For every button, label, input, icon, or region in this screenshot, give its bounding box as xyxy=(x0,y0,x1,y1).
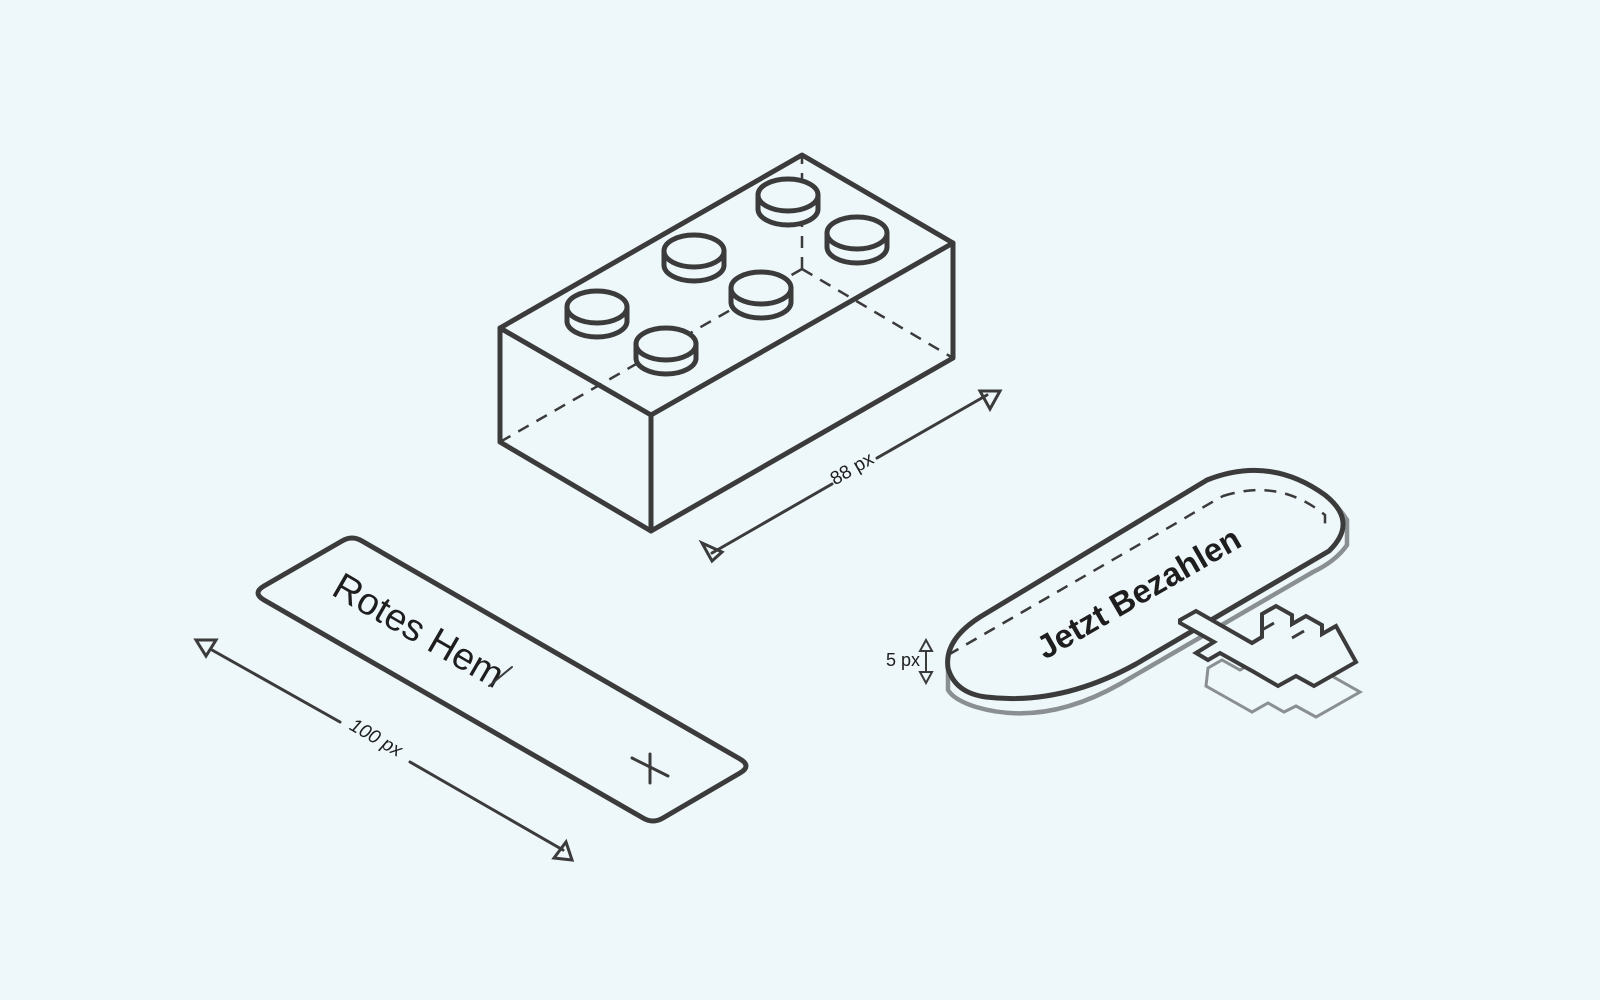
arrow-head-icon xyxy=(977,389,1003,413)
brick-right-face xyxy=(648,240,956,534)
brick-stud xyxy=(633,325,699,377)
brick-stud xyxy=(728,269,794,321)
search-width-label: 100 px xyxy=(346,715,407,762)
pay-button-height-label: 5 px xyxy=(886,650,920,670)
text-cursor xyxy=(488,666,513,687)
brick-stud xyxy=(564,288,630,340)
hand-pointer-icon xyxy=(1178,603,1364,719)
arrow-down-icon xyxy=(918,671,934,686)
arrow-head-icon xyxy=(551,838,575,862)
lego-brick xyxy=(497,152,956,534)
arrow-head-icon xyxy=(193,638,219,659)
brick-stud xyxy=(755,176,821,228)
brick-stud xyxy=(661,232,727,284)
search-field[interactable]: Rotes Hem xyxy=(255,535,749,824)
brick-stud xyxy=(824,214,890,266)
pay-button-height-dimension: 5 px xyxy=(886,637,934,686)
arrow-up-icon xyxy=(918,637,934,652)
arrow-head-icon xyxy=(698,539,725,564)
brick-top-face xyxy=(497,152,956,418)
brick-left-face xyxy=(497,325,654,534)
close-icon[interactable] xyxy=(630,752,670,785)
brick-depth-label: 88 px xyxy=(827,448,878,490)
